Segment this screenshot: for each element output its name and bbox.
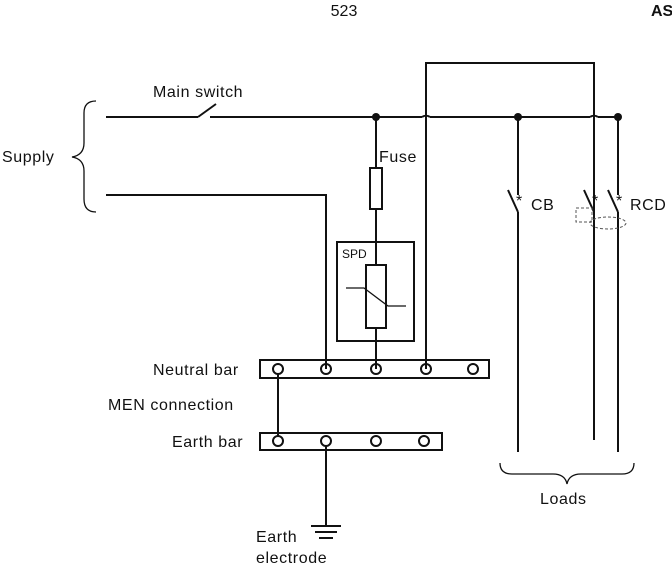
fuse-symbol: [369, 167, 383, 210]
page-number: 523: [331, 3, 358, 20]
cb-label: CB: [531, 197, 554, 214]
fuse-label: Fuse: [379, 149, 417, 166]
rcd-core-balance: [589, 216, 627, 230]
supply-label: Supply: [2, 149, 55, 166]
standard-code: AS: [651, 3, 672, 20]
cb-switch: [507, 189, 519, 213]
main-switch: [197, 103, 217, 118]
loads-brace: [499, 462, 635, 485]
supply-brace: [71, 100, 97, 213]
main-switch-label: Main switch: [153, 84, 243, 101]
men-connection-label: MEN connection: [108, 397, 234, 414]
rcd-trip-mark: *: [616, 193, 623, 210]
supply-neutral-conductor: [106, 194, 327, 369]
neutral-bar: [259, 359, 490, 379]
earth-electrode-label-line1: Earth: [256, 529, 297, 546]
earth-bar-terminal: [272, 435, 284, 447]
rcd-label: RCD: [630, 197, 666, 214]
neutral-bar-terminal: [370, 363, 382, 375]
earth-bar-terminal: [370, 435, 382, 447]
rcd-active-switch: [607, 189, 619, 213]
neutral-bar-terminal: [420, 363, 432, 375]
earth-bar-terminal: [320, 435, 332, 447]
neutral-bar-terminal: [467, 363, 479, 375]
rcd-test-box: [575, 207, 593, 223]
neutral-bar-label: Neutral bar: [153, 362, 239, 379]
neutral-bar-terminal: [320, 363, 332, 375]
varistor-curve: [346, 287, 406, 307]
cb-trip-mark: *: [516, 193, 523, 210]
loads-label: Loads: [540, 491, 587, 508]
spd-label: SPD: [342, 247, 367, 261]
neutral-bar-terminal: [272, 363, 284, 375]
earth-bar-label: Earth bar: [172, 434, 243, 451]
rcd-trip-mark: *: [592, 193, 599, 210]
rcd-neutral-conductor: [425, 62, 595, 440]
earth-bar: [259, 432, 443, 451]
earth-electrode-label-line2: electrode: [256, 550, 327, 566]
earth-bar-terminal: [418, 435, 430, 447]
